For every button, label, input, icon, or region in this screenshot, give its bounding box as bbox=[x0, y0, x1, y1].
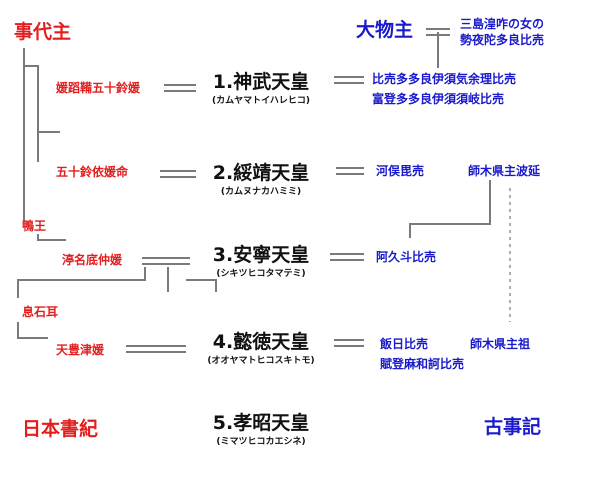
branch-to-isuzuyori-line bbox=[37, 66, 60, 133]
marriage-double-line-3-right bbox=[330, 253, 364, 261]
kotoshironushi-heading: 事代主 bbox=[14, 21, 72, 43]
iihi-label: 飯日比売 bbox=[380, 337, 429, 351]
emperor-1-reading: (カムヤマトイハレヒコ) bbox=[211, 96, 311, 106]
emperor-4-label: 4.懿徳天皇 bbox=[212, 331, 310, 353]
kojiki-heading: 古事記 bbox=[484, 416, 542, 438]
amatoyotsu-label: 天豊津媛 bbox=[56, 343, 105, 357]
emperor-5-reading: (ミマツヒコカエシネ) bbox=[216, 437, 306, 447]
nihon-shoki-heading: 日本書紀 bbox=[22, 418, 99, 440]
shiki-hae-label: 師木県主波延 bbox=[468, 164, 541, 178]
isuzuyori-label: 五十鈴依媛命 bbox=[56, 165, 129, 179]
marriage-double-line-4-left bbox=[126, 345, 186, 353]
marriage-double-line-4-right bbox=[334, 339, 364, 347]
shiki-so-label: 師木県主祖 bbox=[470, 337, 531, 351]
nunasoko-label: 渟名底仲媛 bbox=[62, 253, 123, 267]
branch-to-nunasoko-line bbox=[37, 234, 66, 241]
emperor-5-label: 5.孝昭天皇 bbox=[212, 412, 310, 434]
emperor-2-label: 2.綏靖天皇 bbox=[212, 162, 310, 184]
emperor-1-label: 1.神武天皇 bbox=[212, 71, 310, 93]
branch-to-himetatara-line bbox=[24, 65, 39, 78]
hime-line2-label: 富登多多良伊須須岐比売 bbox=[372, 92, 505, 106]
okiso-label: 息石耳 bbox=[22, 305, 59, 319]
gen3-horizontal-line bbox=[17, 267, 146, 298]
mishima-line2-label: 勢夜陀多良比売 bbox=[460, 33, 545, 47]
emperor-2-reading: (カムヌナカハミミ) bbox=[220, 187, 302, 197]
himetatara-label: 媛蹈鞴五十鈴媛 bbox=[56, 81, 141, 95]
branch-to-amatoyotsu-line bbox=[17, 322, 48, 339]
hime-line1-label: 比売多多良伊須気余理比売 bbox=[372, 72, 517, 86]
marriage-double-line-1-right bbox=[334, 76, 364, 84]
gen3-right-line bbox=[186, 279, 217, 292]
omononushi-heading: 大物主 bbox=[356, 19, 414, 41]
akuto-label: 阿久斗比売 bbox=[376, 250, 437, 264]
futo-label: 賦登麻和訶比売 bbox=[380, 357, 465, 371]
shiki-hae-to-akuto-line bbox=[409, 180, 491, 238]
mishima-line1-label: 三島湟咋の女の bbox=[460, 17, 545, 31]
marriage-double-line-2-right bbox=[336, 167, 364, 175]
emperor-3-reading: (シキツヒコタマテミ) bbox=[216, 269, 306, 279]
emperor-3-label: 3.安寧天皇 bbox=[212, 244, 310, 266]
kamo-no-kimi-label: 鴨王 bbox=[22, 219, 47, 233]
marriage-double-line-2-left bbox=[160, 170, 196, 178]
marriage-double-line-3-left bbox=[142, 257, 190, 265]
emperor-4-reading: (オオヤマトヒコスキトモ) bbox=[207, 356, 315, 366]
kawamata-label: 河俣毘売 bbox=[376, 164, 425, 178]
marriage-double-line-1-left bbox=[164, 84, 196, 92]
